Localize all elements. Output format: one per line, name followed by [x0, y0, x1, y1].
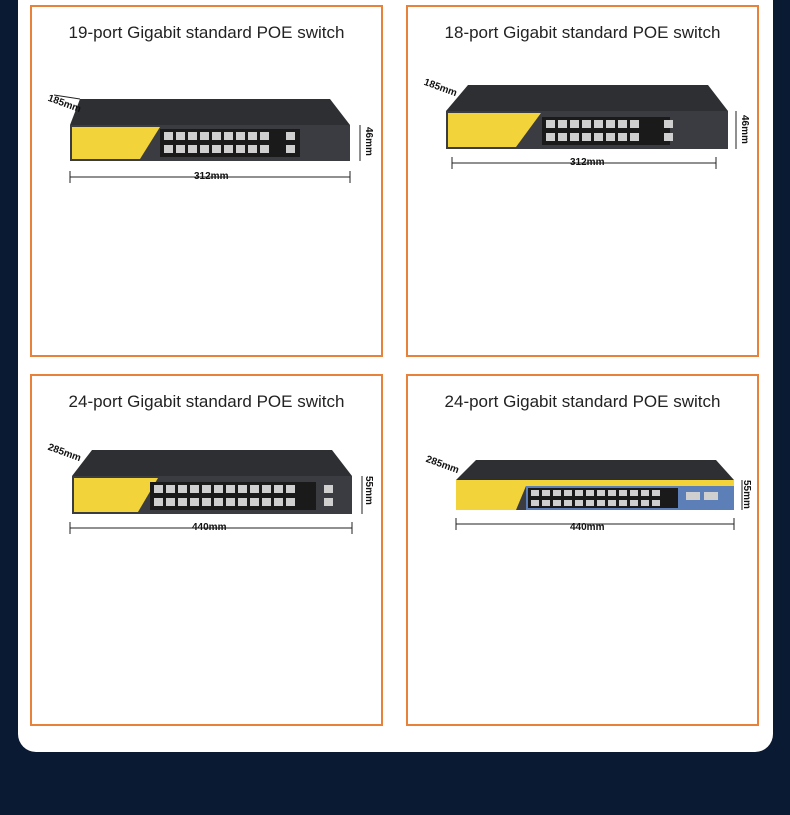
product-card-19-port: 19-port Gigabit standard POE switch 312m… [30, 5, 383, 357]
card-title: 24-port Gigabit standard POE switch [444, 392, 721, 411]
card-title: 19-port Gigabit standard POE switch [68, 23, 345, 42]
product-card-18-port: 18-port Gigabit standard POE switch 312m… [406, 5, 759, 357]
width-dimension: 312mm [194, 171, 229, 182]
switch-image [69, 450, 363, 534]
width-dimension: 312mm [570, 157, 605, 168]
product-card-24-port-blue: 24-port Gigabit standard POE switch 440m… [406, 374, 759, 726]
height-dimension: 55mm [741, 480, 752, 509]
width-dimension: 440mm [570, 522, 605, 533]
product-sheet: 19-port Gigabit standard POE switch 312m… [18, 0, 773, 752]
switch-image [446, 85, 737, 169]
card-title: 24-port Gigabit standard POE switch [68, 392, 345, 411]
switch-image [53, 94, 361, 183]
product-card-24-port: 24-port Gigabit standard POE switch 440m… [30, 374, 383, 726]
card-title: 18-port Gigabit standard POE switch [444, 23, 721, 42]
switch-image [455, 460, 743, 530]
height-dimension: 46mm [363, 127, 374, 156]
height-dimension: 46mm [739, 115, 750, 144]
height-dimension: 55mm [363, 476, 374, 505]
width-dimension: 440mm [192, 522, 227, 533]
